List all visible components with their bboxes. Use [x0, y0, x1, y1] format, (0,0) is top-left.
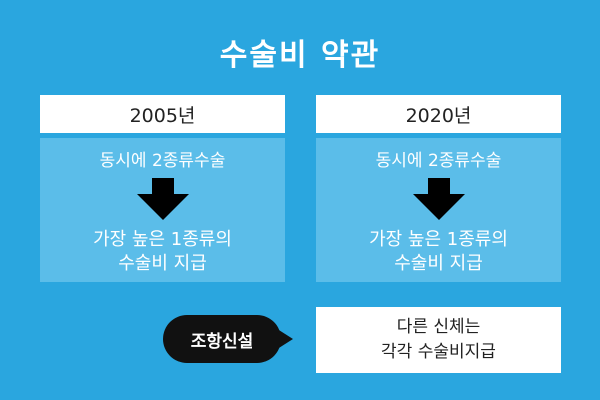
new-clause-bubble: 조항신설 — [163, 315, 293, 363]
condition-text-2020: 동시에 2종류수술 — [375, 151, 502, 171]
result-line1-2005: 가장 높은 1종류의 — [93, 229, 232, 250]
condition-text-2005: 동시에 2종류수술 — [99, 151, 226, 171]
result-text-2020: 가장 높은 1종류의 수술비 지급 — [316, 228, 561, 276]
result-line1-2020: 가장 높은 1종류의 — [369, 229, 508, 250]
page-title: 수술비 약관 — [219, 38, 381, 73]
rule-panel-2020: 동시에 2종류수술 가장 높은 1종류의 수술비 지급 — [316, 138, 561, 282]
new-clause-label: 조항신설 — [190, 331, 254, 352]
year-header-2020: 2020년 — [316, 95, 561, 133]
result-line2-2005: 수술비 지급 — [118, 253, 207, 274]
year-header-2005: 2005년 — [40, 95, 285, 133]
result-text-2005: 가장 높은 1종류의 수술비 지급 — [40, 228, 285, 276]
down-arrow-icon — [412, 178, 465, 220]
new-clause-box: 다른 신체는 각각 수술비지급 — [316, 307, 561, 373]
new-clause-line1: 다른 신체는 — [396, 317, 481, 337]
column-2020: 2020년 동시에 2종류수술 가장 높은 1종류의 수술비 지급 — [316, 95, 561, 282]
rule-panel-2005: 동시에 2종류수술 가장 높은 1종류의 수술비 지급 — [40, 138, 285, 282]
result-line2-2020: 수술비 지급 — [394, 253, 483, 274]
down-arrow-icon — [136, 178, 189, 220]
new-clause-line2: 각각 수술비지급 — [381, 342, 496, 362]
column-2005: 2005년 동시에 2종류수술 가장 높은 1종류의 수술비 지급 — [40, 95, 285, 282]
speech-bubble-icon — [163, 315, 293, 363]
